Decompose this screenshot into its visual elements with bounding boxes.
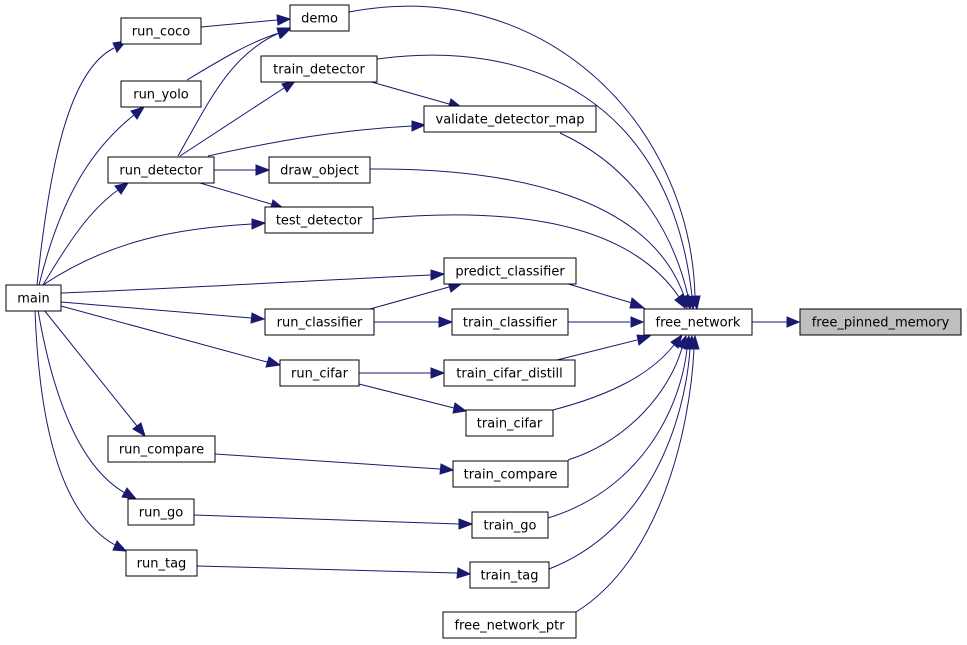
edge-run-classifier-to-train-classifier [374,316,454,328]
node-free-pinned-memory-label: free_pinned_memory [812,316,950,331]
edge-train-detector-to-validate-detector-map [367,80,463,110]
node-draw-object[interactable]: draw_object [268,156,371,184]
edge-free-network-to-free-pinned-memory [752,316,801,328]
edge-run-go-to-train-go [193,514,474,530]
edge-run-compare-to-train-compare [214,453,455,475]
node-free-network[interactable]: free_network [643,308,753,336]
edge-predict-classifier-to-free-network [564,282,646,309]
node-free-network-ptr-label: free_network_ptr [454,619,565,634]
node-validate-detector-map[interactable]: validate_detector_map [423,105,597,133]
node-run-coco-label: run_coco [132,25,191,40]
node-main-label: main [17,292,49,307]
node-test-detector[interactable]: test_detector [264,206,374,234]
node-train-compare[interactable]: train_compare [452,460,569,488]
node-run-detector-label: run_detector [119,164,203,179]
node-run-compare-label: run_compare [119,443,204,458]
edge-test-detector-to-free-network [372,214,686,310]
node-free-network-label: free_network [656,316,741,331]
node-run-cifar-label: run_cifar [291,367,349,382]
edge-main-to-run-tag [34,309,128,552]
node-train-classifier[interactable]: train_classifier [451,308,569,336]
edge-draw-object-to-free-network [369,168,690,310]
edge-run-tag-to-train-tag [196,565,472,579]
edge-train-cifar-to-free-network [552,333,683,411]
edge-free-network-ptr-to-free-network [575,334,700,613]
node-run-coco[interactable]: run_coco [120,17,202,45]
edge-main-to-test-detector [42,218,267,286]
edge-main-to-run-classifier [60,301,266,324]
node-run-go-label: run_go [139,506,184,521]
edge-main-to-run-go [37,309,138,500]
node-predict-classifier[interactable]: predict_classifier [443,257,577,285]
node-run-classifier-label: run_classifier [277,316,363,331]
node-train-go[interactable]: train_go [471,511,549,539]
node-run-tag-label: run_tag [137,557,187,572]
node-train-classifier-label: train_classifier [463,316,558,331]
node-validate-detector-map-label: validate_detector_map [436,113,585,128]
edge-run-classifier-to-predict-classifier [369,281,463,310]
node-free-network-ptr[interactable]: free_network_ptr [442,611,577,639]
node-run-detector[interactable]: run_detector [107,156,215,184]
node-train-tag[interactable]: train_tag [469,561,550,589]
edge-main-to-run-compare [43,309,146,438]
node-train-cifar[interactable]: train_cifar [465,409,554,437]
edge-main-to-run-yolo [38,106,146,286]
node-test-detector-label: test_detector [276,214,363,229]
node-predict-classifier-label: predict_classifier [455,265,565,280]
edge-run-detector-to-validate-detector-map [207,120,427,157]
edge-run-detector-to-test-detector [199,182,285,211]
edge-train-cifar-distill-to-free-network [556,334,652,361]
edge-run-cifar-to-train-cifar-distill [359,367,446,379]
edge-main-to-run-detector [42,182,130,286]
edge-run-coco-to-demo [200,14,292,28]
node-train-compare-label: train_compare [464,468,558,483]
node-train-cifar-label: train_cifar [477,417,543,432]
node-train-detector-label: train_detector [273,63,365,78]
node-run-go[interactable]: run_go [127,498,195,526]
node-main[interactable]: main [5,284,62,312]
edge-train-classifier-to-free-network [568,316,645,328]
node-train-detector[interactable]: train_detector [260,55,378,83]
node-run-yolo-label: run_yolo [133,88,189,103]
node-run-yolo[interactable]: run_yolo [120,80,202,108]
node-run-classifier[interactable]: run_classifier [264,308,375,336]
edge-run-detector-to-draw-object [214,164,271,176]
node-free-pinned-memory[interactable]: free_pinned_memory [799,308,962,336]
node-demo[interactable]: demo [289,4,350,32]
node-train-tag-label: train_tag [480,569,538,584]
node-train-cifar-distill-label: train_cifar_distill [456,367,562,382]
node-run-cifar[interactable]: run_cifar [279,359,360,387]
node-train-go-label: train_go [484,519,537,534]
edge-run-cifar-to-train-cifar [358,383,468,414]
edge-main-to-predict-classifier [60,269,446,294]
node-draw-object-label: draw_object [280,164,359,179]
edge-run-detector-to-demo [177,27,293,157]
node-run-tag[interactable]: run_tag [125,549,198,577]
node-train-cifar-distill[interactable]: train_cifar_distill [443,359,576,387]
node-run-compare[interactable]: run_compare [107,435,216,463]
node-demo-label: demo [301,12,338,27]
edge-validate-detector-map-to-free-network [559,132,694,311]
edge-main-to-run-cifar [60,305,282,368]
